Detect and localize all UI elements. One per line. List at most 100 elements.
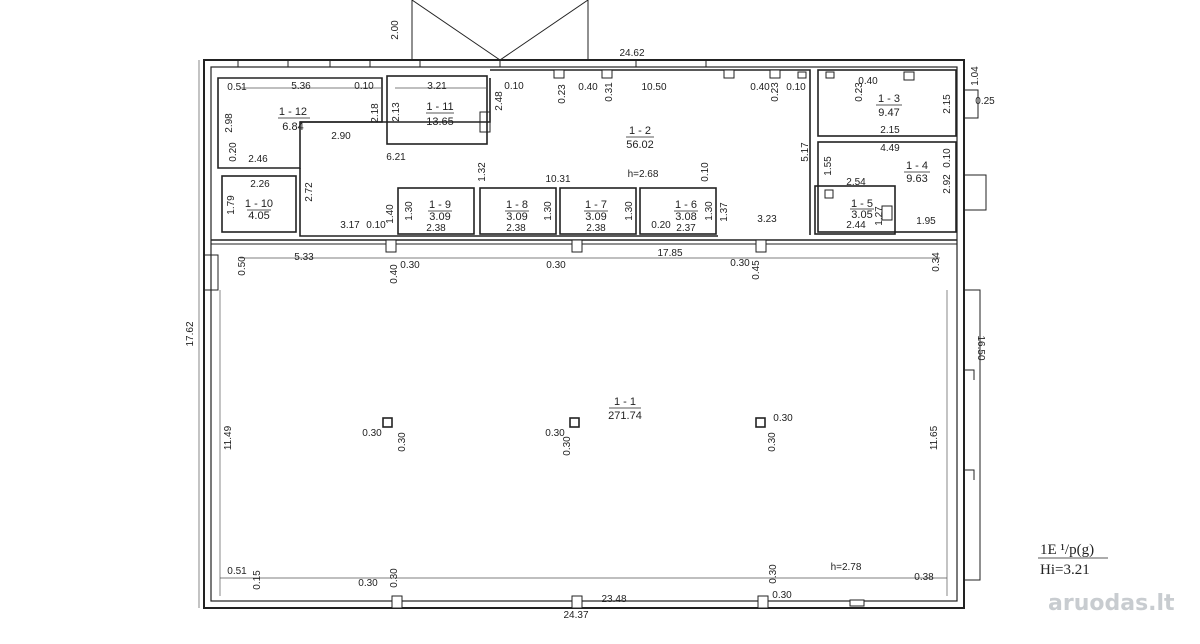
svg-text:0.20: 0.20 <box>651 220 671 231</box>
room-1-4: 1 - 4 9.63 <box>904 160 930 185</box>
svg-text:2.48: 2.48 <box>494 91 505 111</box>
svg-text:0.50: 0.50 <box>237 256 248 276</box>
svg-text:1.79: 1.79 <box>226 195 237 215</box>
svg-text:1 - 7: 1 - 7 <box>585 199 607 211</box>
svg-text:0.38: 0.38 <box>914 572 934 583</box>
svg-text:5.33: 5.33 <box>294 252 314 263</box>
svg-text:1.27: 1.27 <box>874 206 885 226</box>
svg-text:2.38: 2.38 <box>426 223 446 234</box>
svg-text:0.10: 0.10 <box>504 81 524 92</box>
svg-text:1 - 10: 1 - 10 <box>245 198 273 210</box>
svg-text:56.02: 56.02 <box>626 139 654 151</box>
svg-text:1 - 6: 1 - 6 <box>675 199 697 211</box>
svg-text:5.36: 5.36 <box>291 81 311 92</box>
vertical-dimension-labels: 2.00 17.62 16.50 11.49 11.65 2.98 2.18 2… <box>185 20 995 590</box>
svg-text:0.30: 0.30 <box>545 428 565 439</box>
svg-text:0.40: 0.40 <box>578 82 598 93</box>
svg-text:1 - 9: 1 - 9 <box>429 199 451 211</box>
svg-text:2.98: 2.98 <box>224 113 235 133</box>
room-1-8: 1 - 8 3.09 <box>505 199 529 223</box>
room-1-10: 1 - 10 4.05 <box>245 198 273 222</box>
dim-overall-bottom: 24.37 <box>563 610 588 621</box>
svg-text:9.63: 9.63 <box>906 173 927 185</box>
svg-text:4.05: 4.05 <box>248 210 269 222</box>
svg-text:0.40: 0.40 <box>750 82 770 93</box>
svg-text:1.32: 1.32 <box>477 162 488 182</box>
watermark-text: aruodas.lt <box>1048 591 1175 616</box>
svg-text:1 - 12: 1 - 12 <box>279 106 307 118</box>
entrance-canopy <box>237 0 707 68</box>
svg-text:6.84: 6.84 <box>282 121 303 133</box>
hall-pillars <box>382 417 766 428</box>
svg-text:2.72: 2.72 <box>304 182 315 202</box>
svg-text:6.21: 6.21 <box>386 152 406 163</box>
floor-code-label: 1E ¹/p(g) <box>1040 542 1094 558</box>
room-1-3: 1 - 3 9.47 <box>876 93 902 119</box>
svg-text:0.10: 0.10 <box>700 162 711 182</box>
svg-text:9.47: 9.47 <box>878 107 899 119</box>
svg-text:2.13: 2.13 <box>391 102 402 122</box>
svg-text:1.55: 1.55 <box>823 156 834 176</box>
svg-text:2.38: 2.38 <box>586 223 606 234</box>
watermark: aruodas.lt <box>1048 591 1175 616</box>
svg-text:0.25: 0.25 <box>975 96 995 107</box>
svg-text:5.17: 5.17 <box>800 142 811 162</box>
svg-text:3.17: 3.17 <box>340 220 360 231</box>
svg-text:0.34: 0.34 <box>931 252 942 272</box>
svg-text:1 - 4: 1 - 4 <box>906 160 928 172</box>
svg-text:2.37: 2.37 <box>676 223 696 234</box>
svg-text:0.30: 0.30 <box>773 413 793 424</box>
room-1-9: 1 - 9 3.09 <box>428 199 452 223</box>
outer-walls <box>203 59 965 609</box>
svg-text:1.30: 1.30 <box>624 201 635 221</box>
svg-text:1 - 5: 1 - 5 <box>851 198 873 210</box>
svg-text:1.30: 1.30 <box>704 201 715 221</box>
svg-text:0.23: 0.23 <box>770 82 781 102</box>
svg-text:1.30: 1.30 <box>543 201 554 221</box>
svg-text:0.30: 0.30 <box>562 436 573 456</box>
svg-text:2.46: 2.46 <box>248 154 268 165</box>
room-1-12: 1 - 11 13.65 <box>426 101 454 128</box>
svg-text:1 - 1: 1 - 1 <box>614 396 636 408</box>
room-labels: 1 - 12 6.84 1 - 11 13.65 1 - 2 56.02 1 -… <box>245 93 930 422</box>
dim-left-inner: 11.49 <box>223 425 234 450</box>
room-1-6: 1 - 6 3.08 <box>674 199 698 223</box>
svg-text:0.45: 0.45 <box>751 260 762 280</box>
dim-overall-top: 24.62 <box>619 48 644 59</box>
dim-right-inner: 11.65 <box>929 425 940 450</box>
floor-code: 1E ¹/p(g) Hi=3.21 <box>1038 542 1108 578</box>
dim-right-height: 16.50 <box>975 335 986 360</box>
svg-text:1.30: 1.30 <box>404 201 415 221</box>
svg-text:1.04: 1.04 <box>970 66 981 86</box>
room-1-2: 1 - 2 56.02 <box>626 125 654 151</box>
dim-inner-bottom: 23.48 <box>601 594 626 605</box>
svg-text:0.23: 0.23 <box>854 82 865 102</box>
svg-text:0.10: 0.10 <box>786 82 806 93</box>
room-1-5: 1 - 5 3.05 <box>850 198 874 221</box>
svg-text:2.26: 2.26 <box>250 179 270 190</box>
svg-text:0.30: 0.30 <box>546 260 566 271</box>
svg-text:0.30: 0.30 <box>362 428 382 439</box>
dim-left-height: 17.62 <box>185 321 196 346</box>
svg-text:0.10: 0.10 <box>366 220 386 231</box>
svg-text:3.09: 3.09 <box>429 211 450 223</box>
svg-text:10.31: 10.31 <box>545 174 570 185</box>
svg-text:2.90: 2.90 <box>331 131 351 142</box>
svg-text:0.40: 0.40 <box>858 76 878 87</box>
svg-text:0.30: 0.30 <box>397 432 408 452</box>
svg-text:0.30: 0.30 <box>400 260 420 271</box>
wall-columns <box>385 69 915 609</box>
svg-text:0.30: 0.30 <box>767 432 778 452</box>
svg-text:3.09: 3.09 <box>506 211 527 223</box>
svg-text:3.21: 3.21 <box>427 81 447 92</box>
svg-text:0.30: 0.30 <box>730 258 750 269</box>
interior-walls <box>211 69 957 245</box>
dimension-labels: 24.62 24.37 23.48 17.85 5.36 0.10 3.21 0… <box>227 48 936 621</box>
svg-text:0.30: 0.30 <box>358 578 378 589</box>
svg-text:4.49: 4.49 <box>880 143 900 154</box>
svg-text:0.30: 0.30 <box>389 568 400 588</box>
svg-text:1 - 3: 1 - 3 <box>878 93 900 105</box>
svg-text:3.05: 3.05 <box>851 209 872 221</box>
hi-label: Hi=3.21 <box>1040 562 1090 578</box>
svg-text:1.40: 1.40 <box>385 204 396 224</box>
